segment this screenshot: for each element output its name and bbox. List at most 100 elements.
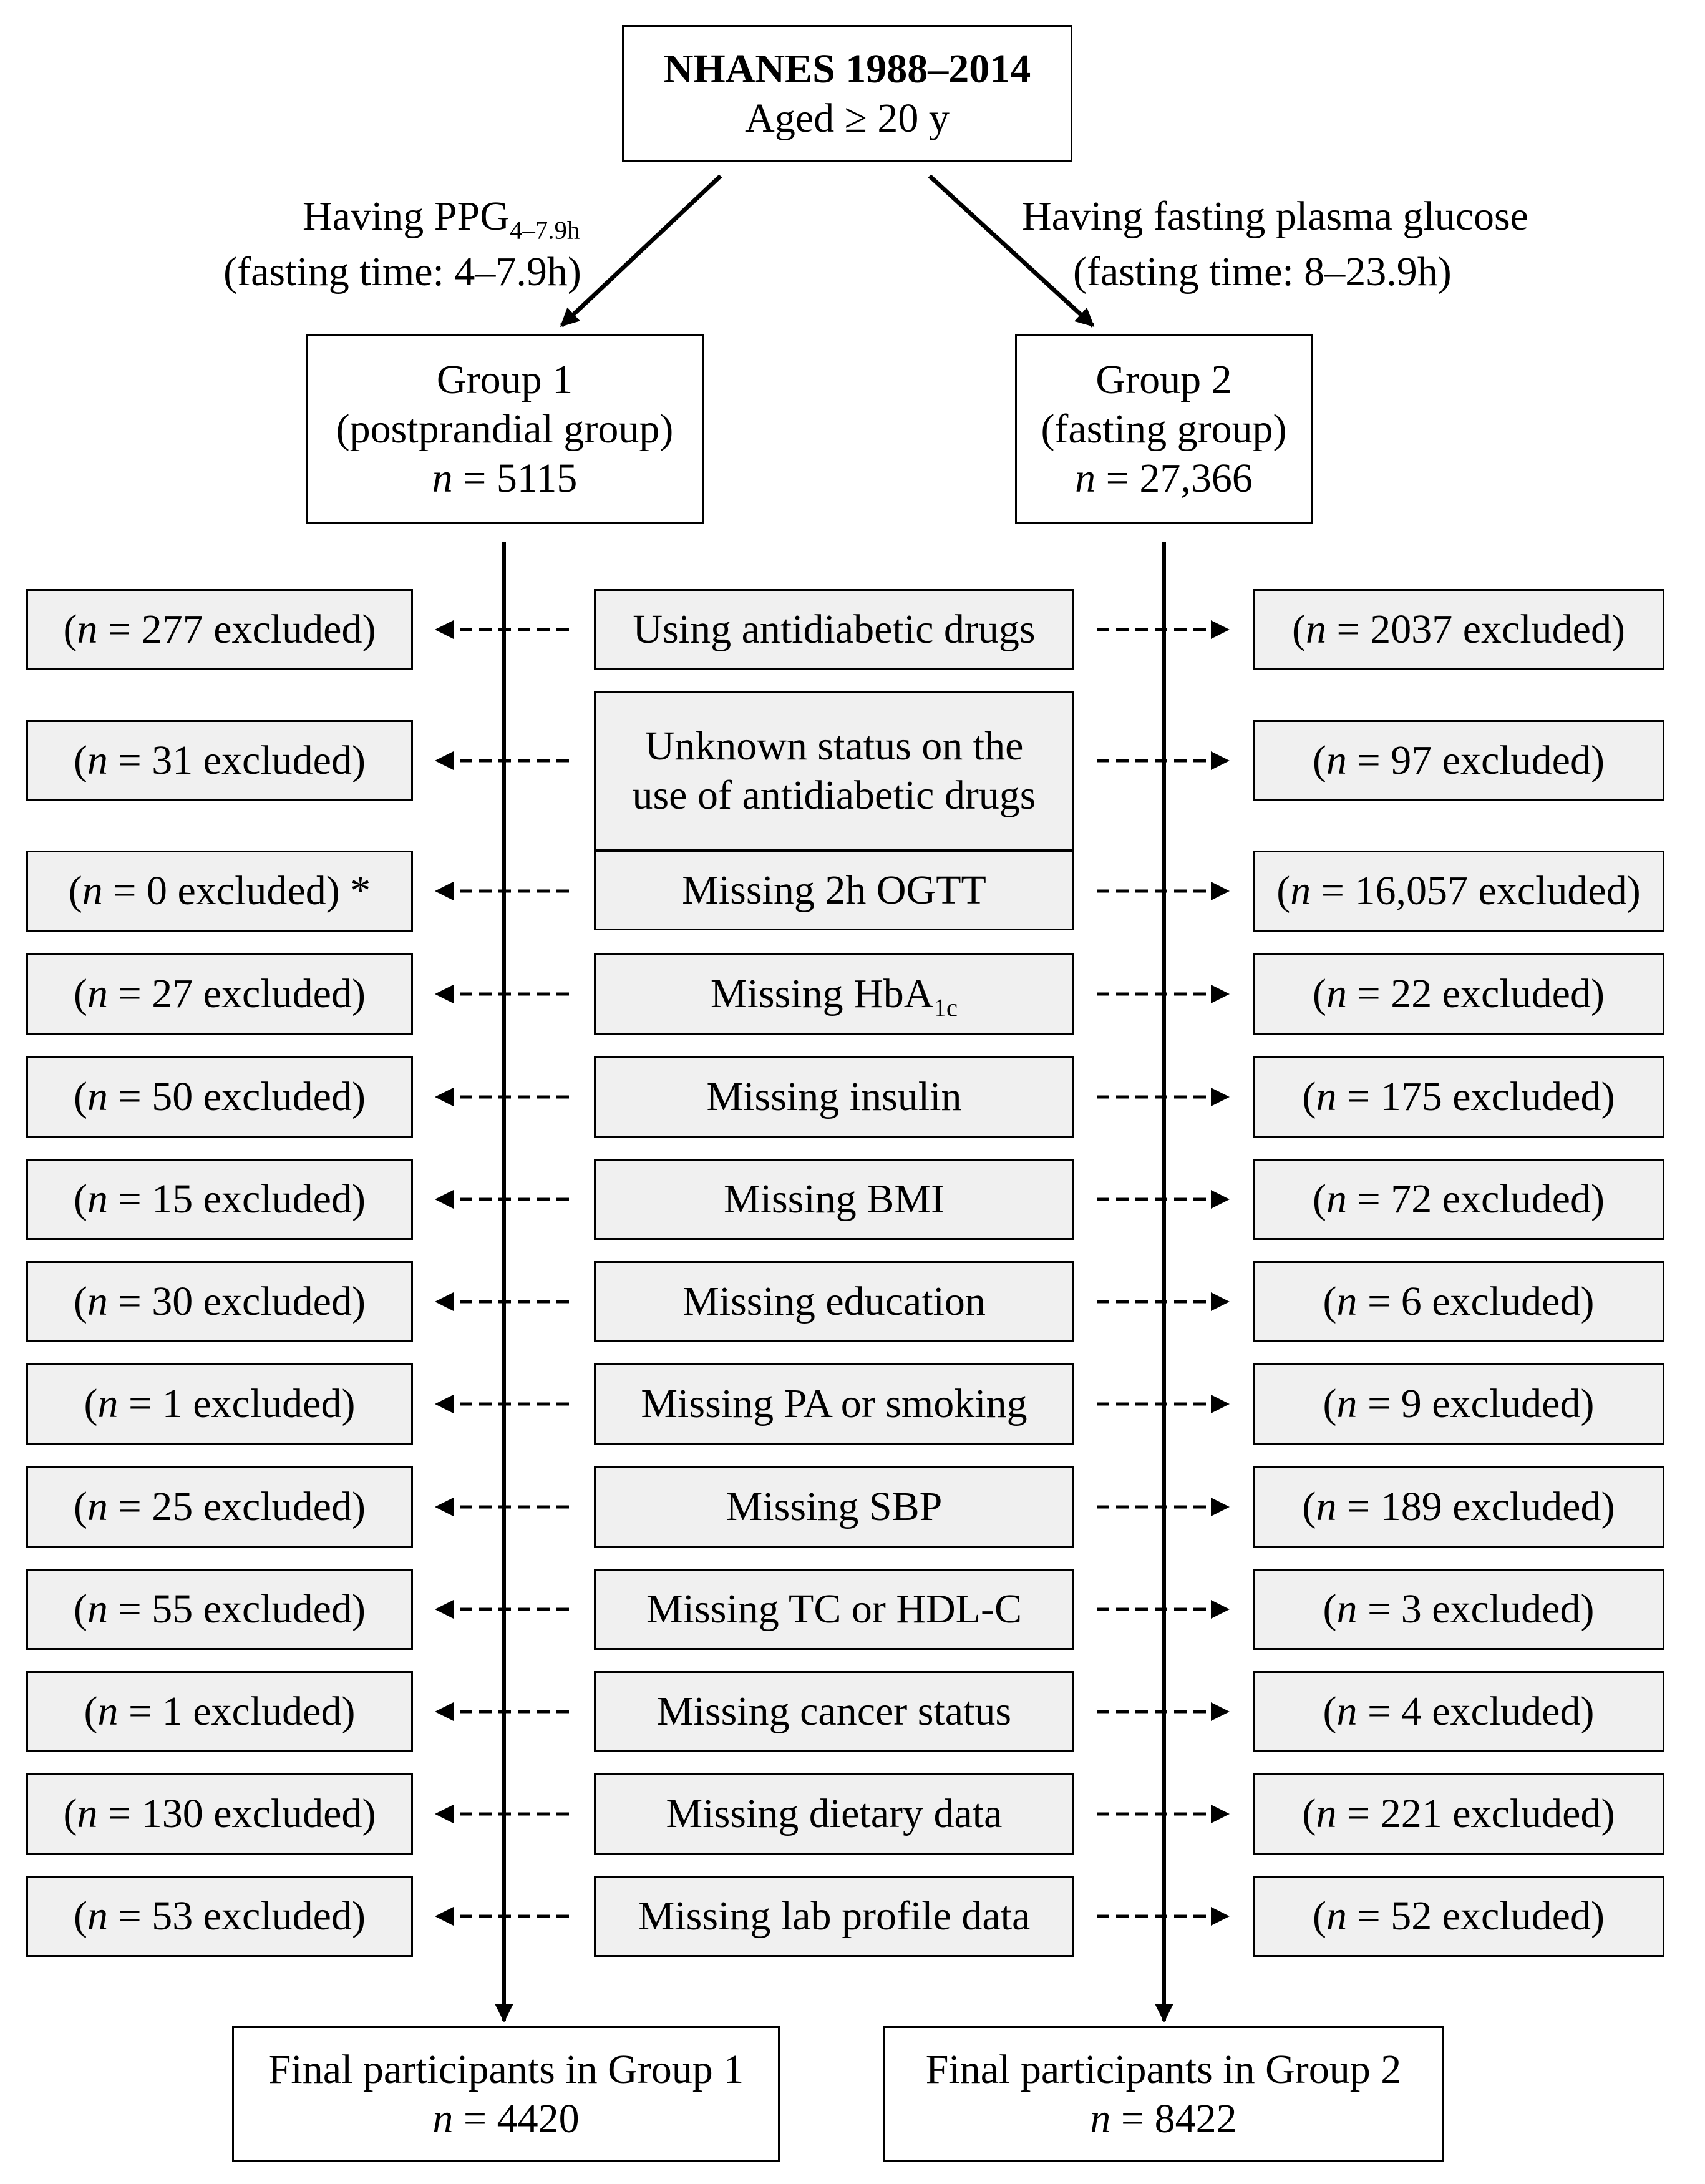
left-exclusion-open: ( — [74, 971, 88, 1017]
left-exclusion-n-label: n — [87, 1176, 109, 1222]
right-exclusion-box: (n = 3 excluded) — [1253, 1569, 1664, 1650]
left-exclusion-open: ( — [74, 1176, 88, 1222]
right-exclusion-count: = 3 excluded) — [1357, 1586, 1595, 1632]
right-exclusion-n-label: n — [1326, 1176, 1348, 1222]
left-exclusion-box: (n = 30 excluded) — [26, 1261, 413, 1342]
right-exclusion-n-label: n — [1316, 1484, 1337, 1530]
left-exclusion-open: ( — [68, 868, 82, 914]
group2-n-value: = 27,366 — [1105, 456, 1253, 502]
group2-title: Group 2 — [1095, 356, 1232, 402]
right-exclusion-n-label: n — [1290, 868, 1311, 914]
right-exclusion-open: ( — [1313, 738, 1327, 784]
criterion-label: Missing education — [682, 1279, 986, 1325]
criterion-subscript: 1c — [933, 993, 958, 1022]
right-exclusion-n-label: n — [1326, 971, 1348, 1017]
right-exclusion-box: (n = 6 excluded) — [1253, 1261, 1664, 1342]
left-exclusion-count: = 15 excluded) — [108, 1176, 366, 1222]
criterion-box: Missing dietary data — [594, 1773, 1074, 1855]
left-exclusion-n-label: n — [97, 1381, 119, 1427]
criterion-box: Using antidiabetic drugs — [594, 589, 1074, 670]
left-exclusion-box: (n = 277 excluded) — [26, 589, 413, 670]
right-exclusion-count: = 175 excluded) — [1336, 1074, 1615, 1120]
criterion-label: Missing HbA — [710, 971, 934, 1017]
right-exclusion-open: ( — [1313, 971, 1327, 1017]
left-exclusion-open: ( — [84, 1689, 98, 1735]
right-exclusion-count: = 22 excluded) — [1347, 971, 1605, 1017]
left-exclusion-n-label: n — [77, 1791, 98, 1837]
final-group2-box: Final participants in Group 2 n = 8422 — [883, 2026, 1444, 2162]
group2-n-label: n — [1075, 456, 1096, 502]
criterion-label: Missing lab profile data — [638, 1893, 1031, 1939]
source-subtitle: Aged ≥ 20 y — [745, 95, 950, 141]
right-exclusion-n-label: n — [1316, 1791, 1337, 1837]
right-exclusion-box: (n = 221 excluded) — [1253, 1773, 1664, 1855]
right-branch-line2: (fasting time: 8–23.9h) — [1073, 249, 1452, 295]
group2-subtitle: (fasting group) — [1041, 406, 1287, 452]
source-box: NHANES 1988–2014 Aged ≥ 20 y — [622, 25, 1072, 162]
left-exclusion-count: = 0 excluded) * — [102, 868, 371, 914]
right-exclusion-open: ( — [1302, 1074, 1316, 1120]
left-exclusion-open: ( — [74, 1484, 88, 1530]
left-exclusion-count: = 27 excluded) — [108, 971, 366, 1017]
criterion-box: Missing SBP — [594, 1466, 1074, 1548]
criterion-box: Missing PA or smoking — [594, 1363, 1074, 1445]
left-exclusion-box: (n = 130 excluded) — [26, 1773, 413, 1855]
left-exclusion-count: = 1 excluded) — [118, 1689, 356, 1735]
left-exclusion-box: (n = 1 excluded) — [26, 1363, 413, 1445]
left-branch-subscript: 4–7.9h — [509, 216, 580, 245]
left-exclusion-box: (n = 55 excluded) — [26, 1569, 413, 1650]
right-exclusion-count: = 97 excluded) — [1347, 738, 1605, 784]
left-exclusion-n-label: n — [87, 1279, 109, 1325]
criterion-label: Missing insulin — [706, 1074, 962, 1120]
criterion-box: Missing cancer status — [594, 1671, 1074, 1752]
final-group1-box: Final participants in Group 1 n = 4420 — [232, 2026, 780, 2162]
right-exclusion-box: (n = 4 excluded) — [1253, 1671, 1664, 1752]
right-exclusion-open: ( — [1323, 1279, 1337, 1325]
final-group1-n-value: = 4420 — [463, 2096, 580, 2142]
right-exclusion-open: ( — [1292, 607, 1306, 653]
criterion-label: Using antidiabetic drugs — [633, 607, 1036, 653]
final-group1-n-label: n — [432, 2096, 454, 2142]
left-exclusion-n-label: n — [87, 1484, 109, 1530]
left-exclusion-open: ( — [84, 1381, 98, 1427]
right-exclusion-box: (n = 97 excluded) — [1253, 720, 1664, 801]
right-exclusion-n-label: n — [1336, 1279, 1358, 1325]
right-exclusion-n-label: n — [1336, 1381, 1358, 1427]
right-branch-line1: Having fasting plasma glucose — [1022, 193, 1528, 239]
arrow-to-group2 — [928, 174, 1095, 328]
right-exclusion-count: = 6 excluded) — [1357, 1279, 1595, 1325]
criterion-label: Missing 2h OGTT — [682, 867, 986, 914]
criterion-box: Missing HbA1c — [594, 953, 1074, 1035]
left-exclusion-open: ( — [63, 1791, 77, 1837]
left-exclusion-open: ( — [63, 607, 77, 653]
group1-n-label: n — [432, 456, 453, 502]
left-exclusion-n-label: n — [87, 971, 109, 1017]
left-exclusion-box: (n = 50 excluded) — [26, 1056, 413, 1138]
right-exclusion-open: ( — [1313, 1176, 1327, 1222]
right-exclusion-count: = 221 excluded) — [1336, 1791, 1615, 1837]
left-exclusion-count: = 55 excluded) — [108, 1586, 366, 1632]
left-exclusion-box: (n = 1 excluded) — [26, 1671, 413, 1752]
left-exclusion-box: (n = 31 excluded) — [26, 720, 413, 801]
group1-box: Group 1 (postprandial group) n = 5115 — [306, 334, 704, 524]
left-exclusion-open: ( — [74, 1893, 88, 1939]
criterion-label: Missing TC or HDL-C — [646, 1586, 1022, 1632]
criterion-box: Missing education — [594, 1261, 1074, 1342]
left-branch-label: Having PPG4–7.9h (fasting time: 4–7.9h) — [184, 188, 621, 300]
left-exclusion-n-label: n — [87, 1586, 109, 1632]
criterion-box: Missing 2h OGTT — [594, 851, 1074, 930]
right-exclusion-open: ( — [1302, 1791, 1316, 1837]
left-exclusion-box: (n = 27 excluded) — [26, 953, 413, 1035]
criterion-label-line2: use of antidiabetic drugs — [632, 773, 1036, 818]
right-exclusion-n-label: n — [1316, 1074, 1337, 1120]
right-exclusion-n-label: n — [1326, 738, 1348, 784]
left-exclusion-n-label: n — [87, 738, 109, 784]
right-branch-label: Having fasting plasma glucose (fasting t… — [1022, 188, 1571, 300]
left-branch-line1: Having PPG — [303, 193, 510, 239]
left-exclusion-count: = 30 excluded) — [108, 1279, 366, 1325]
group1-subtitle: (postprandial group) — [336, 406, 674, 452]
group2-box: Group 2 (fasting group) n = 27,366 — [1015, 334, 1313, 524]
right-exclusion-box: (n = 175 excluded) — [1253, 1056, 1664, 1138]
group1-n-value: = 5115 — [463, 456, 578, 502]
